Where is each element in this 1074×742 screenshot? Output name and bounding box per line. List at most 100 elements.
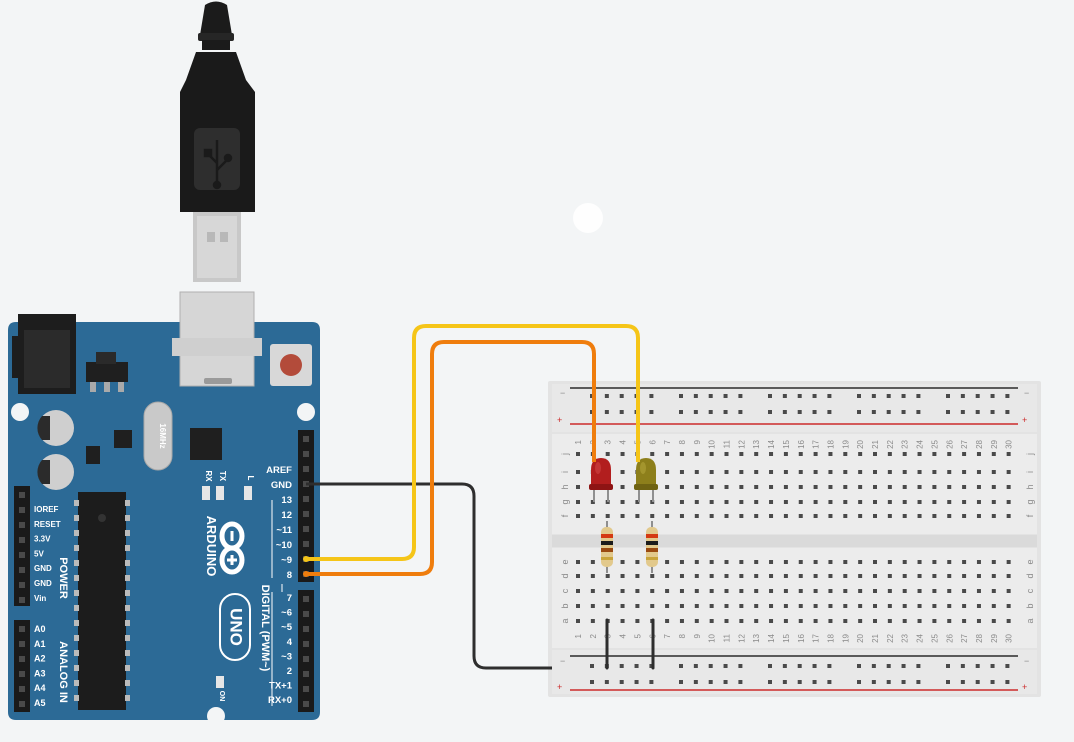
atmega-chip [78, 492, 126, 710]
column-number-top-28: 28 [975, 439, 984, 448]
column-number-bottom-12: 12 [737, 633, 746, 642]
column-number-bottom-24: 24 [916, 633, 925, 642]
yellow-led[interactable] [634, 458, 658, 502]
power-section-label: POWER [57, 557, 69, 599]
resistor-2[interactable] [646, 521, 658, 573]
digital-pin-label-1: GND [271, 480, 292, 491]
cursor-indicator [573, 203, 603, 233]
column-number-top-3: 3 [604, 439, 613, 444]
model-label: UNO [227, 608, 246, 646]
column-number-bottom-13: 13 [752, 633, 761, 642]
column-number-top-30: 30 [1005, 439, 1014, 448]
column-number-bottom-22: 22 [886, 633, 895, 642]
row-label-j-right: j [1025, 453, 1035, 456]
wire-pin9-yellow[interactable] [306, 324, 640, 561]
row-label-d-left: d [560, 573, 570, 578]
usb-symbol-icon [203, 140, 233, 190]
usb-cable[interactable] [180, 1, 255, 283]
arduino-uno-board[interactable]: 16MHz ARDUINO UNO RX TX L ON [8, 291, 320, 725]
power-pin-label-1: RESET [34, 520, 61, 529]
row-label-c-right: c [1025, 588, 1035, 593]
column-number-top-23: 23 [901, 439, 910, 448]
row-label-g-right: g [1025, 499, 1035, 504]
column-number-bottom-4: 4 [619, 633, 628, 638]
column-number-top-11: 11 [723, 439, 732, 448]
on-led-label: ON [218, 691, 225, 702]
column-number-top-13: 13 [752, 439, 761, 448]
tx-led-label: TX [218, 471, 227, 482]
column-number-top-22: 22 [886, 439, 895, 448]
column-number-bottom-17: 17 [812, 633, 821, 642]
digital-pin-label-low-2: ~5 [281, 622, 293, 633]
column-number-bottom-1: 1 [574, 633, 583, 638]
power-pin-label-4: GND [34, 564, 52, 573]
crystal-oscillator [143, 401, 173, 471]
wire-gnd[interactable] [306, 482, 552, 670]
row-label-g-left: g [560, 499, 570, 504]
digital-pin-label-low-6: TX+1 [269, 681, 293, 692]
row-label-h-left: h [560, 484, 570, 489]
digital-pin-label-4: ~11 [276, 525, 292, 536]
column-number-top-7: 7 [663, 439, 672, 444]
rail-minus-bottom-right: − [1024, 656, 1029, 666]
wire-pin8-orange[interactable] [306, 340, 596, 576]
red-led[interactable] [589, 458, 613, 502]
row-label-a-right: a [1025, 618, 1035, 623]
column-number-bottom-15: 15 [782, 633, 791, 642]
digital-pin-label-0: AREF [266, 465, 292, 476]
uno-badge: UNO [219, 593, 251, 661]
row-label-b-left: b [560, 603, 570, 608]
row-label-e-left: e [560, 559, 570, 564]
column-number-top-6: 6 [648, 439, 657, 444]
digital-pin-label-low-5: 2 [287, 666, 292, 677]
digital-pin-label-low-0: 7 [287, 593, 292, 604]
brand-label: ARDUINO [204, 516, 219, 577]
power-pin-label-6: Vin [34, 594, 46, 603]
column-number-bottom-30: 30 [1005, 633, 1014, 642]
column-number-bottom-7: 7 [663, 633, 672, 638]
column-number-bottom-28: 28 [975, 633, 984, 642]
column-number-bottom-14: 14 [767, 633, 776, 642]
analog-pin-label-1: A1 [34, 639, 46, 649]
column-number-top-18: 18 [826, 439, 835, 448]
column-number-bottom-27: 27 [960, 633, 969, 642]
rail-plus-bottom-left: + [557, 682, 562, 692]
row-label-i-right: i [1025, 471, 1035, 473]
rail-plus-bottom-right: + [1022, 682, 1027, 692]
column-number-bottom-5: 5 [633, 633, 642, 638]
column-number-bottom-19: 19 [841, 633, 850, 642]
row-label-d-right: d [1025, 573, 1035, 578]
row-label-a-left: a [560, 618, 570, 623]
digital-pin-label-6: ~9 [281, 555, 292, 566]
column-number-bottom-29: 29 [990, 633, 999, 642]
column-number-top-1: 1 [574, 439, 583, 444]
digital-pin-label-5: ~10 [276, 540, 292, 551]
column-number-top-14: 14 [767, 439, 776, 448]
digital-pin-label-low-1: ~6 [281, 608, 292, 619]
rx-led-label: RX [204, 470, 213, 482]
rail-plus-top-right: + [1022, 415, 1027, 425]
column-number-bottom-21: 21 [871, 633, 880, 642]
column-number-top-27: 27 [960, 439, 969, 448]
digital-pin-label-low-4: ~3 [281, 651, 292, 662]
column-number-top-12: 12 [737, 439, 746, 448]
digital-section-label: DIGITAL (PWM~) [259, 585, 271, 672]
column-number-top-24: 24 [916, 439, 925, 448]
column-number-top-15: 15 [782, 439, 791, 448]
column-number-top-29: 29 [990, 439, 999, 448]
digital-pin-label-3: 12 [281, 510, 292, 521]
rail-minus-bottom-left: − [560, 656, 565, 666]
l-led-label: L [246, 476, 255, 481]
column-number-bottom-9: 9 [693, 633, 702, 638]
breadboard[interactable]: − − + + − − + + 112233445566778899101011… [548, 381, 1041, 697]
column-number-top-4: 4 [619, 439, 628, 444]
row-label-b-right: b [1025, 603, 1035, 608]
rail-minus-top-left: − [560, 388, 565, 398]
resistor-1[interactable] [601, 521, 613, 573]
digital-pin-label-7: 8 [287, 570, 292, 581]
column-number-top-17: 17 [812, 439, 821, 448]
power-pin-label-0: IOREF [34, 505, 59, 514]
